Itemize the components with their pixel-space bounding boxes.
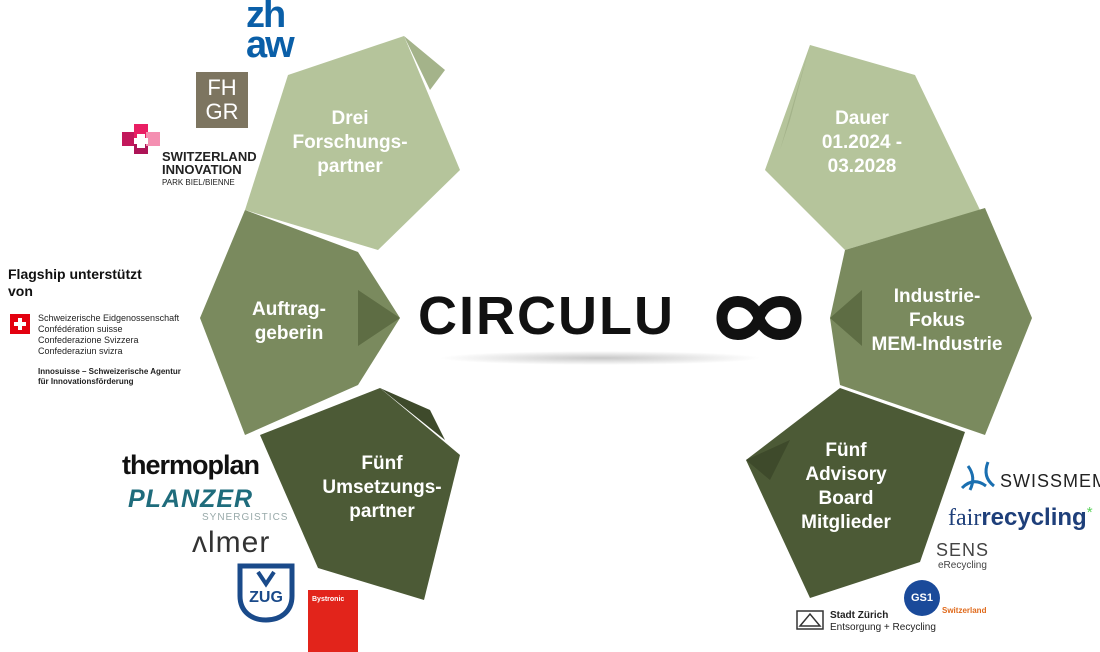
confederation-line: Confederazione Svizzera: [38, 335, 139, 345]
swiss-cross-mosaic-icon: [122, 124, 160, 154]
swissmem-logo: SWISSMEM: [958, 458, 1100, 503]
confederation-text: Schweizerische Eidgenossenschaft Confédé…: [38, 313, 208, 357]
segment-label-line: geberin: [255, 323, 324, 344]
confederation-line: Confederaziun svizra: [38, 346, 123, 356]
sip-name-line: INNOVATION: [162, 162, 242, 177]
zurich-emblem-icon: [796, 610, 824, 630]
innosuisse-line: Innosuisse – Schweizerische Agentur: [38, 367, 181, 376]
segment-label-line: Industrie-: [894, 286, 981, 307]
arrow-accent: [404, 36, 445, 90]
title-shadow: [440, 351, 760, 365]
segment-label-line: partner: [349, 501, 415, 522]
segment-top-right: [765, 45, 980, 250]
confederation-line: Schweizerische Eidgenossenschaft: [38, 313, 180, 323]
innosuisse-line: für Innovationsförderung: [38, 377, 134, 386]
arrow-accent: [780, 45, 810, 150]
sens-logo: SENS: [936, 540, 990, 560]
stadt-zurich-logo: Stadt Zürich Entsorgung + Recycling: [830, 610, 936, 634]
segment-label-line: Mitglieder: [801, 512, 891, 533]
fhgr-logo-line: GR: [205, 99, 239, 124]
zhaw-logo: zh aw: [246, 0, 295, 66]
gs1-logo: GS1: [904, 580, 940, 616]
arrow-accent: [746, 440, 790, 480]
segment-label-line: partner: [317, 156, 383, 177]
arrow-accent: [830, 290, 862, 346]
sens-erecycling-label: eRecycling: [938, 560, 987, 571]
thermoplan-logo: thermoplan: [122, 450, 260, 480]
zhaw-logo-line: zh: [246, 0, 286, 36]
segment-label-line: Drei: [332, 108, 369, 129]
infinity-icon: [716, 296, 802, 340]
fhgr-logo: FH GR: [196, 72, 248, 128]
arrow-accent: [380, 388, 445, 440]
zhaw-logo-line: aw: [246, 24, 295, 66]
page-title: CIRCULU: [418, 286, 675, 346]
planzer-synergistics-label: SYNERGISTICS: [202, 512, 289, 523]
bystronic-logo: Bystronic: [308, 590, 358, 652]
planzer-logo: PLANZER: [128, 485, 254, 513]
fhgr-logo-line: FH: [207, 75, 237, 100]
segment-label-mid-left: Auftrag-geberin: [252, 299, 326, 344]
segment-label-line: MEM-Industrie: [872, 334, 1003, 355]
segment-label-line: Fünf: [825, 440, 867, 461]
sip-name-line: SWITZERLAND: [162, 149, 257, 164]
segment-label-top-right: Dauer 01.2024 - 03.2028: [822, 108, 902, 177]
segment-label-line: Fokus: [909, 310, 965, 331]
vzug-logo: ZUG: [236, 562, 296, 624]
stadt-zurich-line: Entsorgung + Recycling: [830, 622, 936, 633]
swissmem-mark-icon: [960, 461, 995, 491]
sip-location: PARK BIEL/BIENNE: [162, 178, 235, 187]
segment-label-line: 03.2028: [828, 156, 897, 177]
segment-label-line: Umsetzungs-: [322, 477, 441, 498]
vzug-logo-text: ZUG: [249, 589, 283, 606]
sip-name: SWITZERLAND INNOVATION: [162, 150, 282, 176]
swissmem-name: SWISSMEM: [1000, 471, 1100, 491]
star-icon: *: [1086, 504, 1093, 521]
segment-label-line: Auftrag-: [252, 299, 326, 320]
segment-label-line: 01.2024 -: [822, 132, 902, 153]
fairrecycling-part: fair: [948, 505, 982, 531]
arrow-accent: [358, 290, 400, 346]
segment-label-line: Fünf: [361, 453, 403, 474]
swiss-flag-icon: [10, 314, 30, 334]
fairrecycling-part: recycling: [981, 504, 1087, 531]
stadt-zurich-line: Stadt Zürich: [830, 610, 889, 621]
confederation-line: Confédération suisse: [38, 324, 123, 334]
segment-label-line: Advisory: [805, 464, 887, 485]
segment-mid-right: [830, 208, 1032, 435]
flagship-label: Flagship unterstützt von: [8, 266, 142, 299]
segment-label-line: Forschungs-: [292, 132, 407, 153]
segment-bottom-right: [746, 388, 965, 598]
gs1-switzerland-label: Switzerland: [942, 606, 987, 615]
innosuisse-text: Innosuisse – Schweizerische Agentur für …: [38, 367, 208, 387]
fairrecycling-logo: fairrecycling*: [948, 504, 1093, 532]
segment-bottom-left: [260, 388, 460, 600]
segment-mid-left: [200, 210, 400, 435]
segment-label-line: Board: [819, 488, 874, 509]
almer-logo: ʌlmer: [192, 526, 271, 559]
segment-top-left: [245, 36, 460, 250]
segment-label-line: Dauer: [835, 108, 889, 129]
